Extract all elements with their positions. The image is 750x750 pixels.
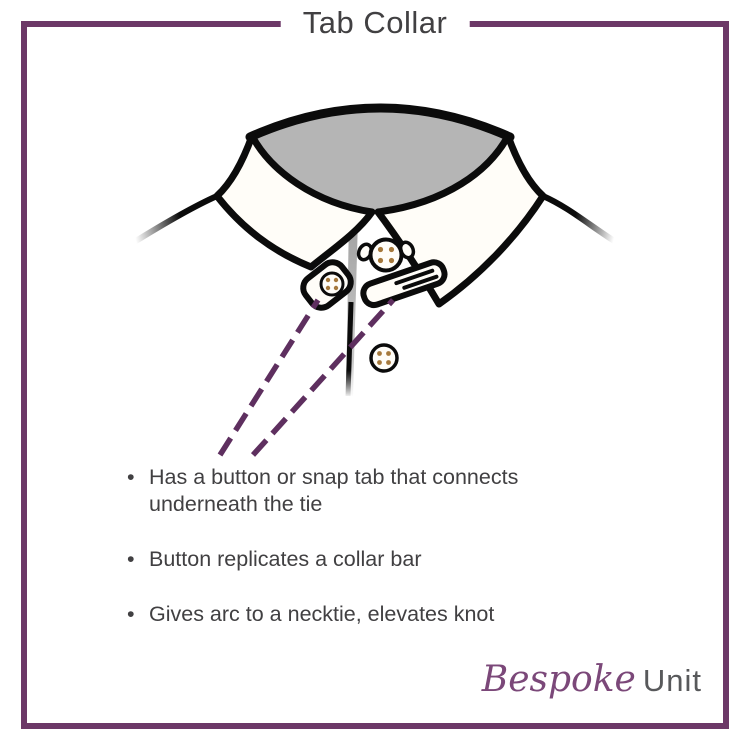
page-title: Tab Collar [280,5,470,41]
collar-leaf-right [374,132,547,308]
bullet-marker: • [127,547,135,571]
bullet-marker: • [127,602,135,626]
bullet-list: • Has a button or snap tab that connects… [127,464,597,656]
bullet-text: Has a button or snap tab that connects u… [149,465,519,516]
placket-button [369,343,399,373]
neck-fill [252,108,508,212]
bullet-text: Button replicates a collar bar [149,547,422,571]
brand-script-word: Bespoke [481,659,636,700]
collar-leaf-left [213,132,376,271]
tab-button-holder [300,259,354,311]
tab-button [325,277,339,291]
shoulder-line-left [128,193,220,247]
list-item: • Gives arc to a necktie, elevates knot [127,601,597,628]
shoulder-line-right [540,193,622,247]
pointer-dash-line-1 [217,298,321,457]
brand-plain-word: Unit [642,663,702,698]
tab-strap [360,259,448,309]
brand-logo: Bespoke Unit [482,659,702,700]
bullet-marker: • [127,465,135,489]
bullet-text: Gives arc to a necktie, elevates knot [149,602,495,626]
pointer-dash-line-2 [250,298,396,457]
list-item: • Button replicates a collar bar [127,546,597,573]
list-item: • Has a button or snap tab that connects… [127,464,597,518]
placket-line [345,301,354,397]
collar-band-top [245,103,515,142]
tab-stitch-lines [394,268,439,290]
collar-button [368,237,404,273]
